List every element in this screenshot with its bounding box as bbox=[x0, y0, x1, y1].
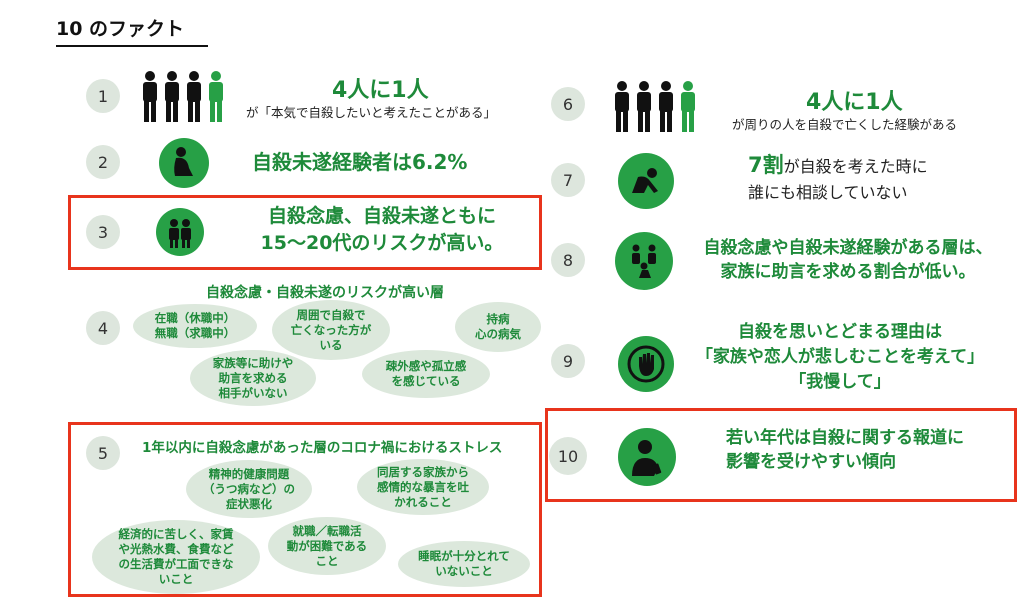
highlight-box-3 bbox=[68, 195, 542, 270]
fact-10-line2: 影響を受けやすい傾向 bbox=[726, 452, 896, 472]
fact-number: 3 bbox=[86, 215, 120, 249]
stress-bubble: 同居する家族から 感情的な暴言を吐 かれること bbox=[357, 459, 489, 515]
kneeling-person-icon bbox=[159, 138, 209, 188]
fact-number: 4 bbox=[86, 311, 120, 345]
fact-number: 8 bbox=[551, 243, 585, 277]
fact-3-line1: 自殺念慮、自殺未遂ともに bbox=[267, 205, 496, 227]
people-icon bbox=[612, 80, 702, 134]
fact-8-line2: 家族に助言を求める割合が低い。 bbox=[720, 262, 976, 282]
fact-7-accent: 7割 bbox=[748, 153, 784, 177]
hand-stop-icon bbox=[618, 336, 674, 392]
page-title: 10 のファクト bbox=[56, 18, 185, 40]
person-phone-icon bbox=[618, 428, 676, 486]
risk-bubble: 家族等に助けや 助言を求める 相手がいない bbox=[190, 350, 316, 406]
risk-bubble: 在職（休職中） 無職（求職中） bbox=[133, 304, 257, 348]
fact-number: 2 bbox=[86, 145, 120, 179]
fact-number: 6 bbox=[551, 87, 585, 121]
stress-bubble: 精神的健康問題 （うつ病など）の 症状悪化 bbox=[186, 460, 312, 518]
fact-1-sub: が「本気で自殺したいと考えたことがある」 bbox=[246, 105, 497, 120]
fact-8-text: 自殺念慮や自殺未遂経験がある層は、 家族に助言を求める割合が低い。 bbox=[688, 236, 1008, 284]
fact-number: 5 bbox=[86, 436, 120, 470]
fact-7-line1: 7割が自殺を考えた時に bbox=[748, 152, 928, 180]
fact-1-headline: 4人に1人 bbox=[332, 78, 429, 103]
family-icon bbox=[615, 232, 673, 290]
fact-3-text: 自殺念慮、自殺未遂ともに 15～20代のリスクが高い。 bbox=[232, 203, 532, 257]
fact-10-line1: 若い年代は自殺に関する報道に bbox=[726, 428, 964, 448]
stress-bubble: 就職／転職活 動が困難である こと bbox=[268, 517, 386, 575]
fact-10-text: 若い年代は自殺に関する報道に 影響を受けやすい傾向 bbox=[726, 426, 964, 474]
stress-bubble: 睡眠が十分とれて いないこと bbox=[398, 541, 530, 587]
highlight-box-5 bbox=[68, 422, 542, 597]
fact-6-sub: が周りの人を自殺で亡くした経験がある bbox=[732, 117, 958, 132]
crouching-person-icon bbox=[618, 153, 674, 209]
fact-6-headline: 4人に1人 bbox=[806, 90, 903, 115]
fact-4-heading: 自殺念慮・自殺未遂のリスクが高い層 bbox=[206, 285, 444, 301]
fact-number: 10 bbox=[549, 437, 587, 475]
fact-9-line1: 自殺を思いとどまる理由は bbox=[738, 322, 942, 342]
title-underline bbox=[56, 45, 208, 47]
fact-9-line2: 「家族や恋人が悲しむことを考えて」 bbox=[695, 347, 985, 367]
risk-bubble: 疎外感や孤立感 を感じている bbox=[362, 350, 490, 398]
two-people-icon bbox=[156, 208, 204, 256]
fact-7-line2: 誰にも相談していない bbox=[748, 183, 908, 202]
stress-bubble: 経済的に苦しく、家賃 や光熱水費、食費など の生活費が工面できな いこと bbox=[92, 520, 260, 594]
risk-bubble: 周囲で自殺で 亡くなった方が いる bbox=[272, 300, 390, 360]
fact-8-line1: 自殺念慮や自殺未遂経験がある層は、 bbox=[703, 238, 993, 258]
fact-number: 1 bbox=[86, 79, 120, 113]
risk-bubble: 持病 心の病気 bbox=[455, 302, 541, 352]
people-icon bbox=[140, 70, 230, 124]
fact-5-heading: 1年以内に自殺念慮があった層のコロナ禍におけるストレス bbox=[142, 440, 503, 456]
fact-number: 7 bbox=[551, 163, 585, 197]
fact-7-text: 7割が自殺を考えた時に 誰にも相談していない bbox=[748, 152, 928, 206]
fact-2-headline: 自殺未遂経験者は6.2% bbox=[252, 150, 468, 174]
fact-3-line2: 15～20代のリスクが高い。 bbox=[260, 232, 504, 254]
fact-7-rest: が自殺を考えた時に bbox=[783, 157, 928, 176]
fact-9-text: 自殺を思いとどまる理由は 「家族や恋人が悲しむことを考えて」 「我慢して」 bbox=[670, 320, 1010, 395]
fact-9-line3: 「我慢して」 bbox=[789, 372, 891, 392]
fact-number: 9 bbox=[551, 344, 585, 378]
highlight-box-10 bbox=[545, 408, 1017, 502]
